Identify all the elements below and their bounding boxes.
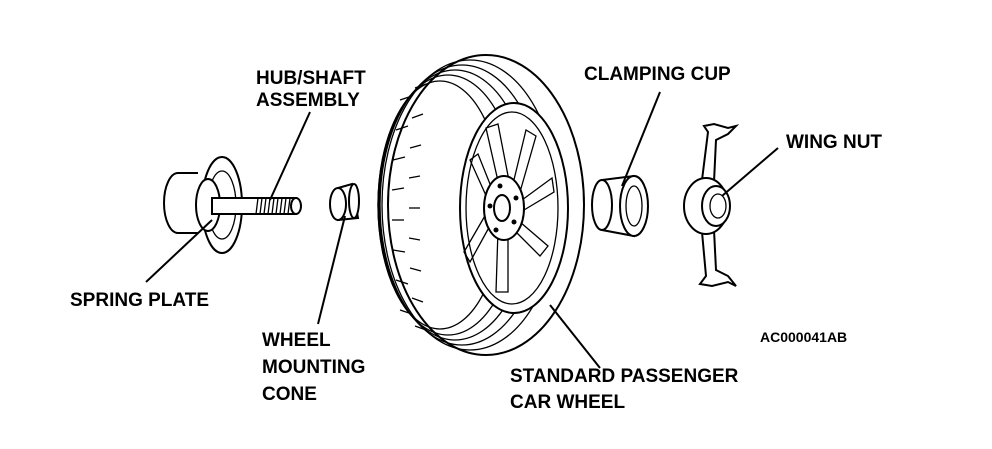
label-wheel-cone-line1: WHEEL <box>262 330 331 351</box>
tread-pattern <box>391 83 427 331</box>
leader-hub-shaft <box>269 111 311 201</box>
label-spring-plate: SPRING PLATE <box>70 290 209 311</box>
car-wheel <box>377 54 585 356</box>
hub-shaft-assembly <box>163 156 302 254</box>
figure-code: AC000041AB <box>760 329 847 345</box>
label-car-wheel-line2: CAR WHEEL <box>510 392 625 413</box>
label-wing-nut: WING NUT <box>786 132 882 153</box>
leader-wing-nut <box>721 147 779 197</box>
wing-nut <box>683 122 740 288</box>
label-hub-shaft-line1: HUB/SHAFT <box>256 68 366 89</box>
spokes <box>463 123 555 293</box>
leader-car-wheel <box>549 304 601 369</box>
label-wheel-cone-line3: CONE <box>262 384 317 405</box>
label-wheel-cone-line2: MOUNTING <box>262 357 365 378</box>
leader-clamping-cup <box>621 91 661 187</box>
leader-spring-plate <box>145 219 213 283</box>
label-hub-shaft-line2: ASSEMBLY <box>256 90 360 111</box>
leader-wheel-cone <box>317 215 346 325</box>
label-clamping-cup: CLAMPING CUP <box>584 64 731 85</box>
label-car-wheel-line1: STANDARD PASSENGER <box>510 366 739 387</box>
clamping-cup <box>591 174 649 238</box>
wheel-mounting-cone <box>329 182 360 222</box>
